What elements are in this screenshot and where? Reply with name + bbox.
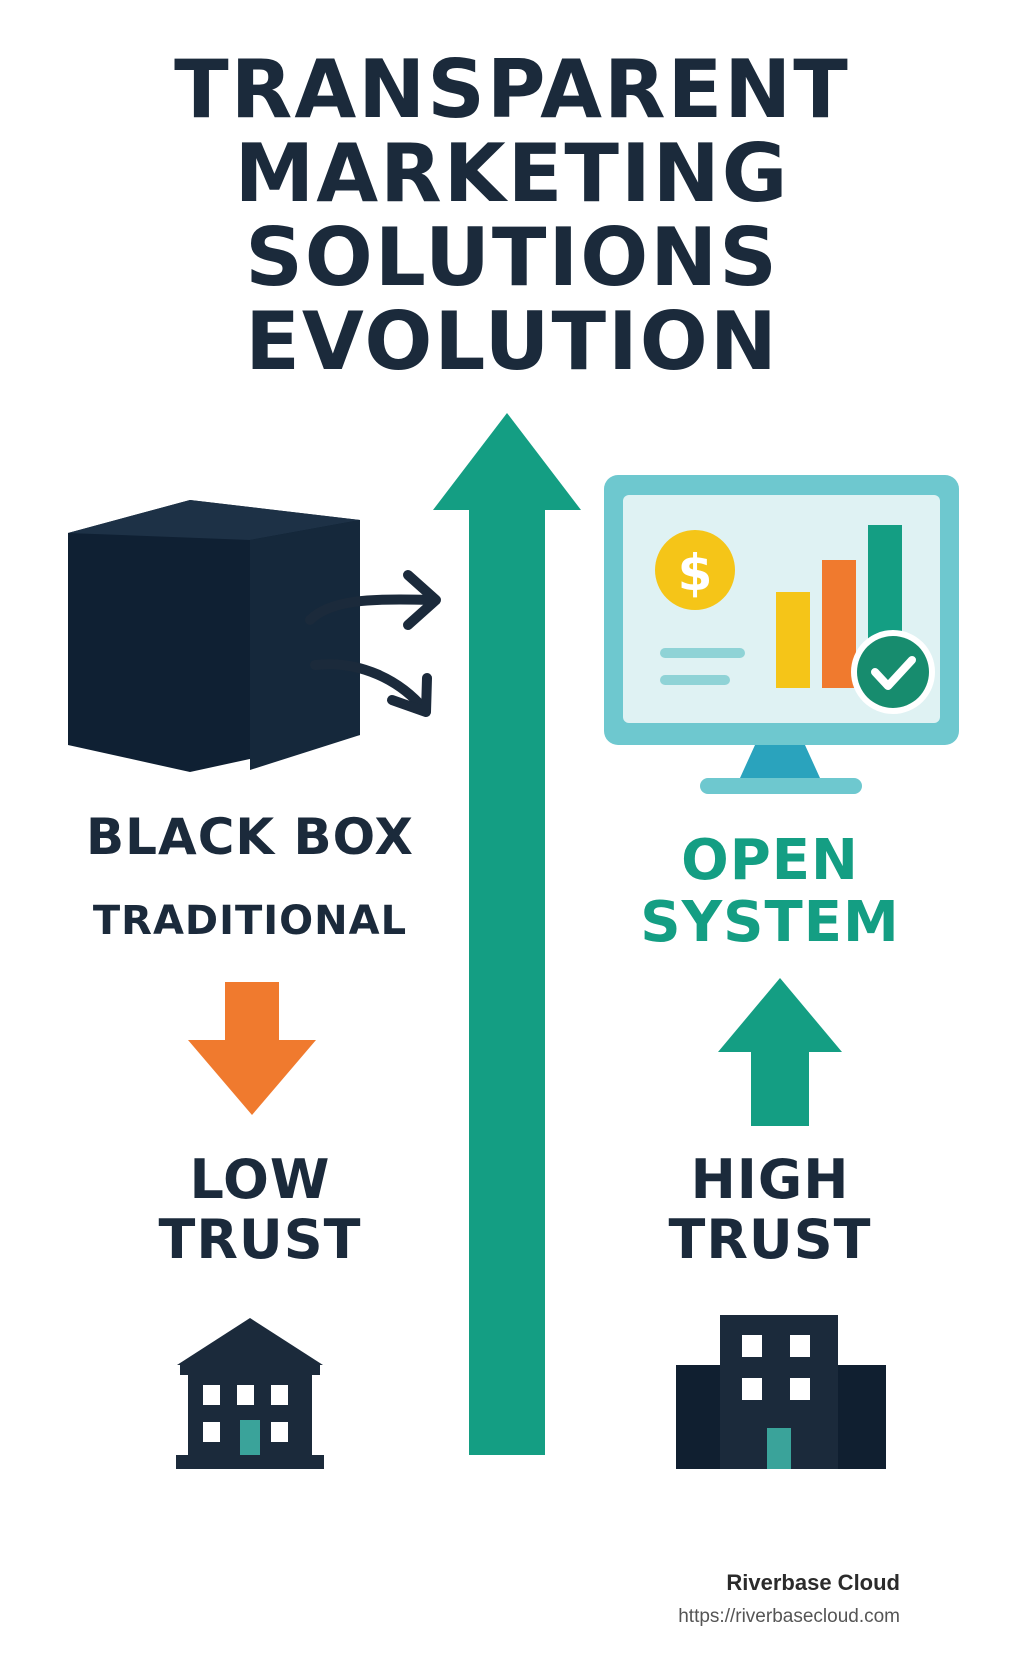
- high-trust-line-2: TRUST: [668, 1208, 872, 1271]
- black-box-label: BLACK BOX: [86, 808, 414, 866]
- bank-building-icon: [176, 1318, 324, 1469]
- box-output-arrows-icon: [305, 570, 441, 717]
- traditional-label: TRADITIONAL: [92, 898, 408, 944]
- high-trust-label: HIGH TRUST: [620, 1150, 920, 1270]
- brand-name: Riverbase Cloud: [726, 1570, 900, 1595]
- title-line-1: TRANSPARENT: [174, 43, 850, 136]
- title-line-3: SOLUTIONS: [245, 211, 779, 304]
- title-line-2: MARKETING: [234, 127, 790, 220]
- monitor-dashboard-icon: $: [604, 475, 959, 794]
- center-up-arrow-icon: [433, 413, 581, 1455]
- up-arrow-icon: [718, 978, 842, 1126]
- open-system-line-2: SYSTEM: [640, 890, 900, 955]
- check-badge-icon: [851, 630, 935, 714]
- title-line-4: EVOLUTION: [245, 295, 779, 388]
- brand-url-link[interactable]: https://riverbasecloud.com: [678, 1606, 900, 1627]
- down-arrow-icon: [188, 982, 316, 1115]
- open-system-line-1: OPEN: [681, 828, 859, 893]
- black-box-cube-icon: [68, 500, 360, 772]
- low-trust-label: LOW TRUST: [110, 1150, 410, 1270]
- dollar-coin-icon: $: [655, 530, 735, 610]
- page-title: TRANSPARENT MARKETING SOLUTIONS EVOLUTIO…: [0, 48, 1024, 384]
- low-trust-line-2: TRUST: [158, 1208, 362, 1271]
- high-trust-line-1: HIGH: [690, 1148, 850, 1211]
- open-system-label: OPEN SYSTEM: [600, 830, 940, 954]
- svg-text:$: $: [678, 544, 713, 602]
- low-trust-line-1: LOW: [189, 1148, 331, 1211]
- footer-branding: Riverbase Cloud https://riverbasecloud.c…: [678, 1570, 900, 1628]
- office-building-icon: [676, 1315, 886, 1469]
